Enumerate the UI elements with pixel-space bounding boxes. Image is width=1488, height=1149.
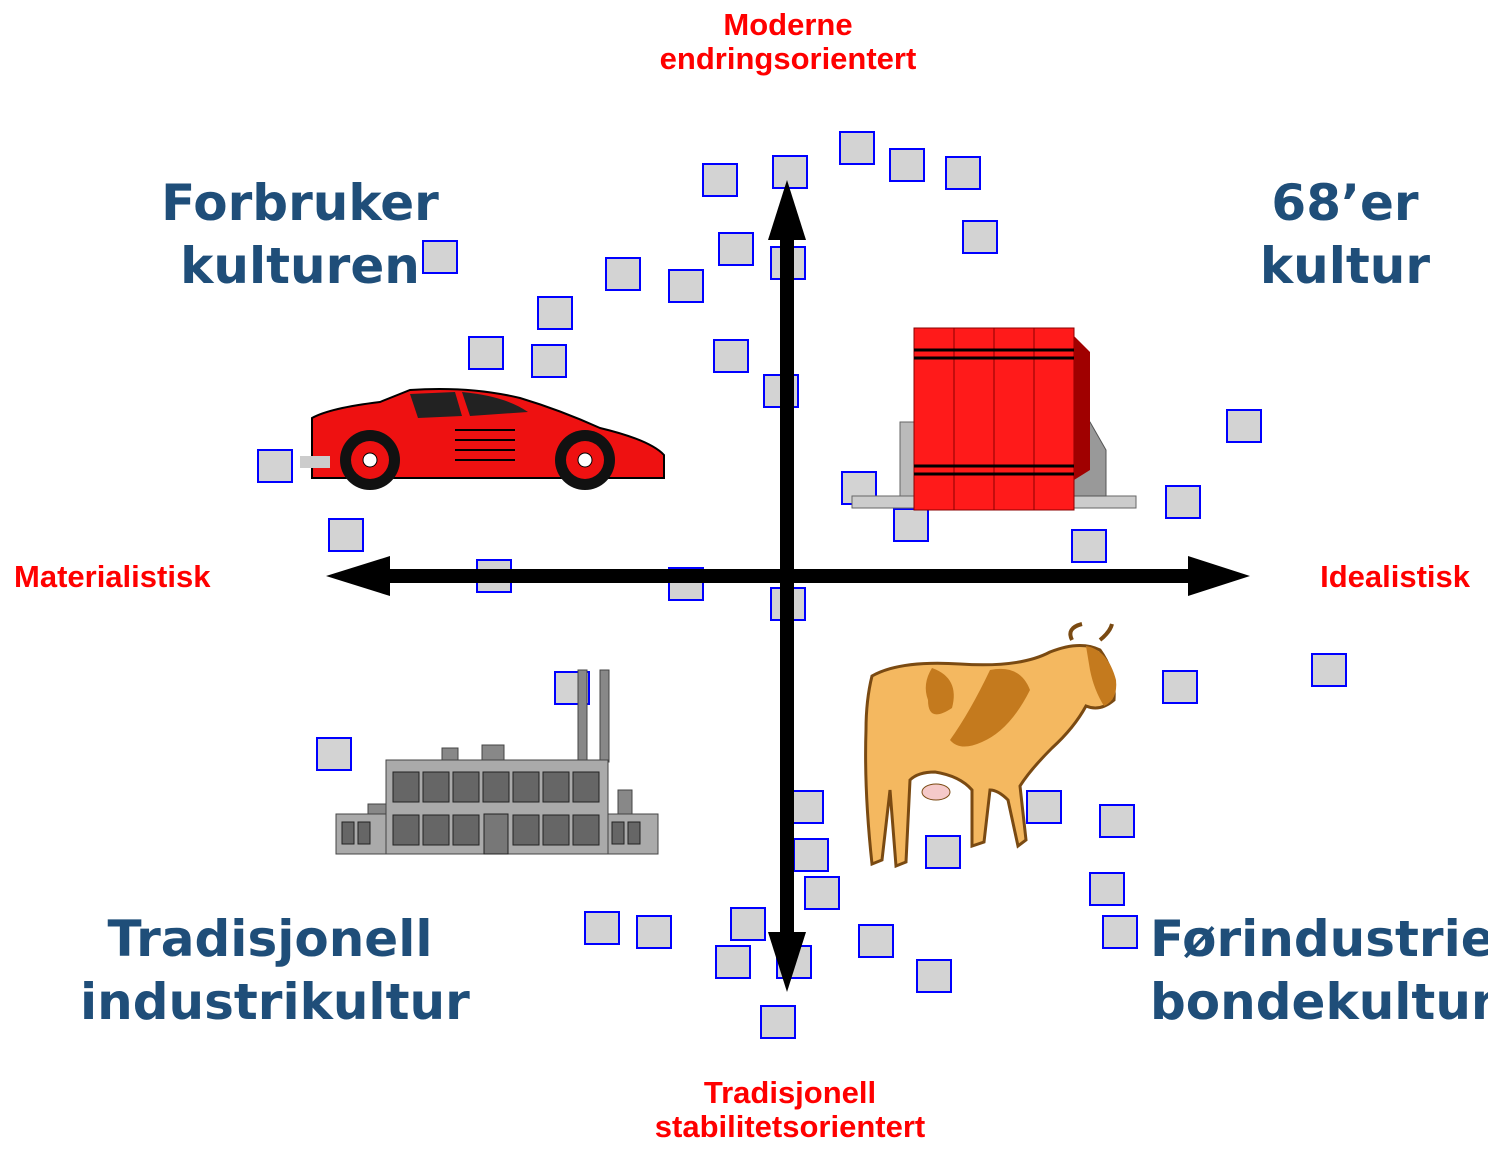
respondent-marker (636, 915, 672, 949)
respondent-marker (1026, 790, 1062, 824)
respondent-markers (257, 131, 1347, 1039)
respondent-marker (858, 924, 894, 958)
quadrant-label-bottom-right: Førindustriellbondekultur (1150, 910, 1488, 1031)
respondent-marker (422, 240, 458, 274)
respondent-marker (1162, 670, 1198, 704)
respondent-marker (760, 1005, 796, 1039)
respondent-marker (1311, 653, 1347, 687)
respondent-marker (772, 155, 808, 189)
cow-icon (864, 622, 1117, 869)
arrow-right-icon (1188, 556, 1250, 596)
respondent-marker (788, 790, 824, 824)
respondent-marker (1102, 915, 1138, 949)
arrow-up-icon (768, 180, 806, 240)
factory-icon (335, 669, 659, 855)
respondent-marker (531, 344, 567, 378)
respondent-marker (257, 449, 293, 483)
respondent-marker (1226, 409, 1262, 443)
respondent-marker (1165, 485, 1201, 519)
respondent-marker (962, 220, 998, 254)
respondent-marker (668, 269, 704, 303)
respondent-marker (804, 876, 840, 910)
respondent-marker (718, 232, 754, 266)
respondent-marker (839, 131, 875, 165)
books-icon (851, 327, 1137, 511)
respondent-marker (1071, 529, 1107, 563)
respondent-marker (1089, 872, 1125, 906)
respondent-marker (713, 339, 749, 373)
respondent-marker (945, 156, 981, 190)
respondent-marker (889, 148, 925, 182)
respondent-marker (893, 508, 929, 542)
respondent-marker (916, 959, 952, 993)
respondent-marker (793, 838, 829, 872)
respondent-marker (1099, 804, 1135, 838)
respondent-marker (328, 518, 364, 552)
axis-label-left: Materialistisk (14, 559, 211, 594)
respondent-marker (468, 336, 504, 370)
respondent-marker (605, 257, 641, 291)
respondent-marker (537, 296, 573, 330)
respondent-marker (702, 163, 738, 197)
axis-label-right: Idealistisk (1320, 559, 1470, 594)
arrow-down-icon (768, 932, 806, 992)
arrow-left-icon (326, 556, 390, 596)
respondent-marker (715, 945, 751, 979)
respondent-marker (584, 911, 620, 945)
car-icon (300, 388, 665, 490)
respondent-marker (316, 737, 352, 771)
respondent-marker (730, 907, 766, 941)
axes (326, 180, 1250, 992)
respondent-marker (925, 835, 961, 869)
